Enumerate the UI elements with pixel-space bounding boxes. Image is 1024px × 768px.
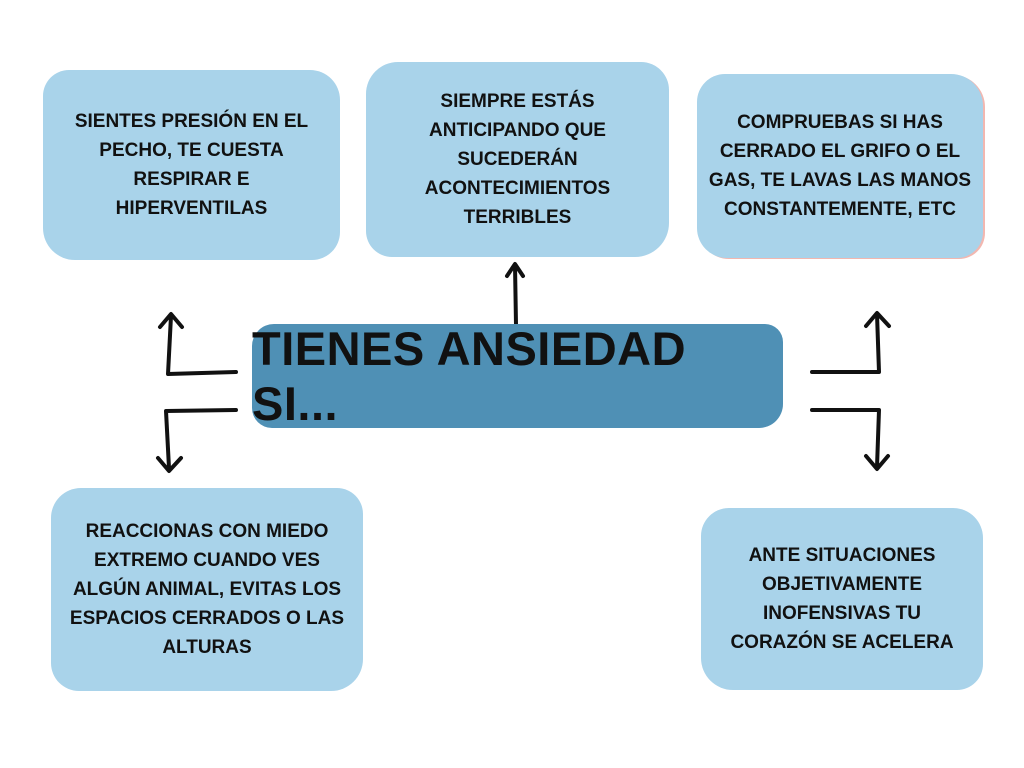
central-title: TIENES ANSIEDAD SI...	[252, 322, 687, 430]
text-line: CERRADO EL GRIFO O EL	[719, 141, 961, 162]
arrow-up-left	[158, 312, 238, 376]
symptom-box-chest-pressure: SIENTES PRESIÓN EN EL PECHO, TE CUESTA R…	[43, 70, 340, 260]
text-line: SIEMPRE ESTÁS	[440, 91, 595, 112]
text-line: ANTE SITUACIONES	[748, 545, 936, 566]
text-line: RESPIRAR E	[133, 169, 250, 190]
box-text: ANTE SITUACIONES OBJETIVAMENTE INOFENSIV…	[730, 541, 953, 657]
symptom-box-heart-rate: ANTE SITUACIONES OBJETIVAMENTE INOFENSIV…	[701, 508, 983, 690]
text-line: COMPRUEBAS SI HAS	[737, 112, 943, 133]
box-text: COMPRUEBAS SI HAS CERRADO EL GRIFO O EL …	[709, 108, 971, 224]
text-line: ALTURAS	[162, 637, 252, 658]
text-line: PECHO, TE CUESTA	[99, 140, 284, 161]
text-line: SUCEDERÁN	[457, 149, 578, 170]
arrow-down-left	[156, 408, 238, 473]
text-line: ALGÚN ANIMAL, EVITAS LOS	[72, 579, 342, 600]
text-line: REACCIONAS CON MIEDO	[85, 521, 329, 542]
text-line: CONSTANTEMENTE, ETC	[724, 199, 956, 220]
text-line: ANTICIPANDO QUE	[429, 120, 606, 141]
text-line: HIPERVENTILAS	[115, 198, 268, 219]
symptom-box-anticipation: SIEMPRE ESTÁS ANTICIPANDO QUE SUCEDERÁN …	[366, 62, 669, 257]
central-topic: TIENES ANSIEDAD SI...	[252, 322, 783, 430]
text-line: EXTREMO CUANDO VES	[94, 550, 320, 571]
text-line: ACONTECIMIENTOS	[424, 178, 611, 199]
symptom-box-checking: COMPRUEBAS SI HAS CERRADO EL GRIFO O EL …	[697, 74, 983, 258]
text-line: INOFENSIVAS TU	[763, 603, 921, 624]
text-line: TERRIBLES	[463, 207, 572, 228]
text-line: OBJETIVAMENTE	[761, 574, 923, 595]
symptom-box-phobias: REACCIONAS CON MIEDO EXTREMO CUANDO VES …	[51, 488, 363, 691]
arrow-down-right	[810, 408, 890, 471]
arrow-up-center	[505, 262, 525, 327]
text-line: SIENTES PRESIÓN EN EL	[74, 111, 309, 132]
text-line: CORAZÓN SE ACELERA	[730, 632, 954, 653]
box-text: SIENTES PRESIÓN EN EL PECHO, TE CUESTA R…	[75, 107, 308, 223]
arrow-up-right	[810, 311, 891, 374]
text-line: GAS, TE LAVAS LAS MANOS	[708, 170, 972, 191]
text-line: ESPACIOS CERRADOS O LAS	[69, 608, 345, 629]
box-text: SIEMPRE ESTÁS ANTICIPANDO QUE SUCEDERÁN …	[425, 87, 610, 232]
box-text: REACCIONAS CON MIEDO EXTREMO CUANDO VES …	[70, 517, 344, 662]
